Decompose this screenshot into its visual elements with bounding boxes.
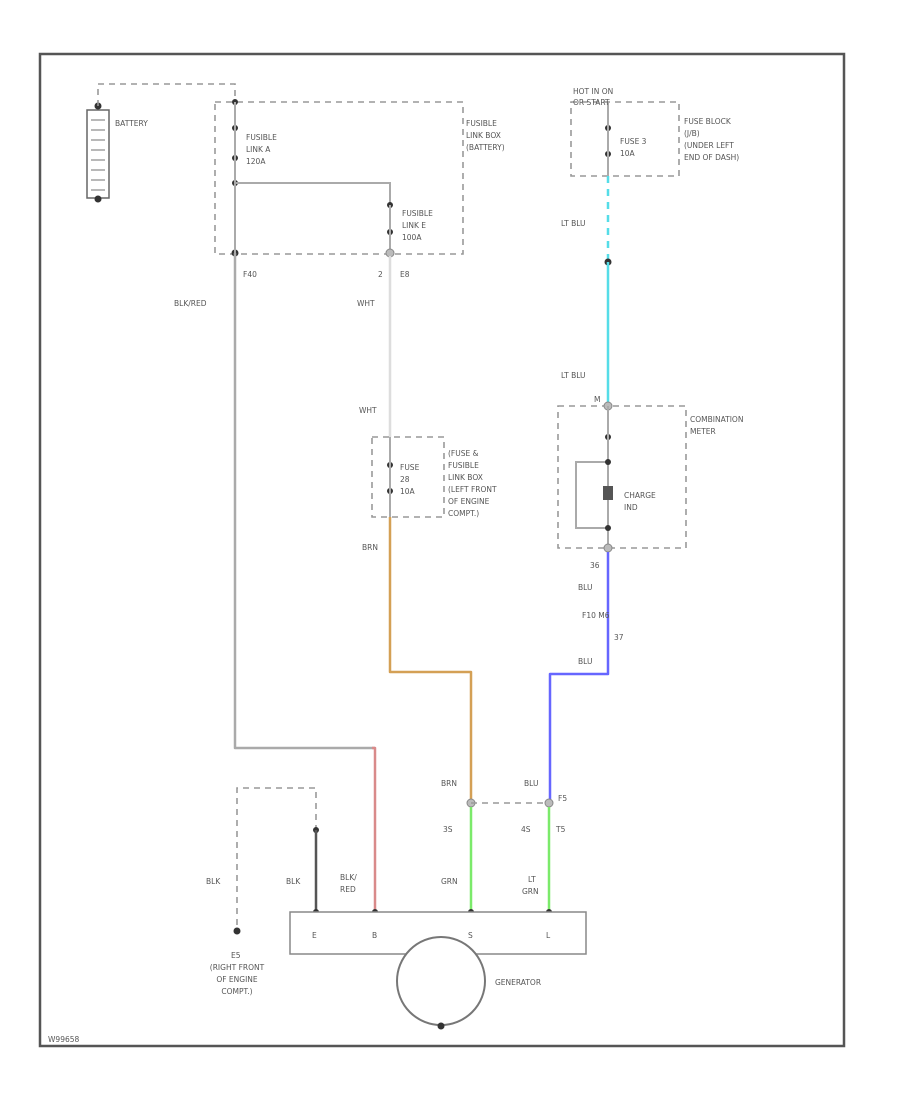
label-pin-36: 36 — [590, 561, 600, 570]
label-wire-blk-1: BLK — [206, 877, 221, 886]
label-wire-blk-2: BLK — [286, 877, 301, 886]
label-fuse3-1: FUSE 3 — [620, 137, 647, 146]
wire-blu — [548, 552, 610, 803]
generator-terminal-block — [289, 911, 587, 955]
label-fuse28-1: FUSE — [400, 463, 420, 472]
label-pin-m: M — [594, 395, 600, 404]
label-fusible-link-e-3: 100A — [402, 233, 422, 242]
label-wire-brn-1: BRN — [362, 543, 378, 552]
combination-meter-outline — [557, 405, 687, 549]
label-combination-meter-2: METER — [690, 427, 716, 436]
label-wire-blk-red-2-1: BLK/ — [340, 873, 357, 882]
label-terminal-b: B — [372, 931, 377, 940]
label-wire-grn: GRN — [441, 877, 458, 886]
label-wire-lt-grn-1: LT — [528, 875, 536, 884]
label-fuse-box-6: COMPT.) — [448, 509, 479, 518]
label-terminal-e: E — [312, 931, 317, 940]
label-fuse-box-5: OF ENGINE — [448, 497, 490, 506]
label-fuse-box-1: (FUSE & — [448, 449, 479, 458]
label-fusible-link-box-3: (BATTERY) — [466, 143, 505, 152]
label-charge-ind-2: IND — [624, 503, 638, 512]
battery-symbol — [86, 102, 110, 203]
label-fuse3-2: 10A — [620, 149, 636, 158]
label-hot-in-on-2: OR START — [573, 98, 610, 107]
wire-blk-red — [233, 253, 375, 750]
label-fuse-block-4: END OF DASH) — [684, 153, 739, 162]
label-connector-e8: E8 — [400, 270, 410, 279]
label-connector-f40: F40 — [243, 270, 257, 279]
label-wire-brn-2: BRN — [441, 779, 457, 788]
label-ground-location-2: OF ENGINE — [216, 975, 258, 984]
label-wire-blu-2: BLU — [578, 657, 592, 666]
diagram-frame — [38, 52, 846, 1048]
label-terminal-s: S — [468, 931, 473, 940]
label-wire-blu-1: BLU — [578, 583, 592, 592]
label-wire-blk-red-2-2: RED — [340, 885, 356, 894]
label-fuse-box-2: FUSIBLE — [448, 461, 479, 470]
ground-dash — [236, 787, 317, 925]
label-fusible-link-e-1: FUSIBLE — [402, 209, 433, 218]
generator-icon — [396, 936, 486, 1026]
label-pin-3s: 3S — [443, 825, 453, 834]
wire-red-segment — [372, 746, 377, 912]
label-fusible-link-box-2: LINK BOX — [466, 131, 501, 140]
label-connector-f10-m6: F10 M6 — [582, 611, 610, 620]
label-fuse28-3: 10A — [400, 487, 416, 496]
fuse-block-outline — [570, 101, 680, 177]
label-pin-4s: 4S — [521, 825, 531, 834]
wire-brn — [388, 517, 473, 803]
label-wire-blk-red: BLK/RED — [174, 299, 207, 308]
label-wire-lt-blu-1: LT BLU — [561, 219, 586, 228]
label-fuse28-2: 28 — [400, 475, 410, 484]
label-fuse-box-3: LINK BOX — [448, 473, 483, 482]
label-charge-ind-1: CHARGE — [624, 491, 656, 500]
label-wire-wht-2: WHT — [359, 406, 377, 415]
label-terminal-l: L — [546, 931, 551, 940]
label-hot-in-on-1: HOT IN ON — [573, 87, 613, 96]
fusible-link-box-outline — [214, 101, 464, 255]
label-pin-t5: T5 — [555, 825, 566, 834]
label-fuse-block-2: (J/B) — [684, 129, 700, 138]
label-wire-lt-blu-2: LT BLU — [561, 371, 586, 380]
fuse-28-box-outline — [371, 436, 445, 518]
battery-lead-dashed — [97, 83, 236, 106]
label-combination-meter-1: COMBINATION — [690, 415, 743, 424]
label-fusible-link-e-2: LINK E — [402, 221, 426, 230]
label-wire-blu-3: BLU — [524, 779, 538, 788]
label-wire-lt-grn-2: GRN — [522, 887, 539, 896]
label-fuse-box-4: (LEFT FRONT — [448, 485, 497, 494]
label-connector-f5: F5 — [558, 794, 567, 803]
label-wire-wht-1: WHT — [357, 299, 375, 308]
label-fusible-link-a-1: FUSIBLE — [246, 133, 277, 142]
label-ground-location-1: (RIGHT FRONT — [210, 963, 265, 972]
label-footer-code: W99658 — [48, 1035, 80, 1044]
label-ground-e5: E5 — [231, 951, 241, 960]
label-pin-37: 37 — [614, 633, 624, 642]
charge-indicator-icon — [603, 486, 613, 500]
label-fuse-block-3: (UNDER LEFT — [684, 141, 734, 150]
label-battery: BATTERY — [115, 119, 148, 128]
label-generator: GENERATOR — [495, 978, 541, 987]
label-connector-2: 2 — [378, 270, 383, 279]
label-ground-location-3: COMPT.) — [221, 987, 252, 996]
label-fusible-link-box-1: FUSIBLE — [466, 119, 497, 128]
label-fusible-link-a-3: 120A — [246, 157, 266, 166]
label-fuse-block-1: FUSE BLOCK — [684, 117, 732, 126]
label-fusible-link-a-2: LINK A — [246, 145, 271, 154]
